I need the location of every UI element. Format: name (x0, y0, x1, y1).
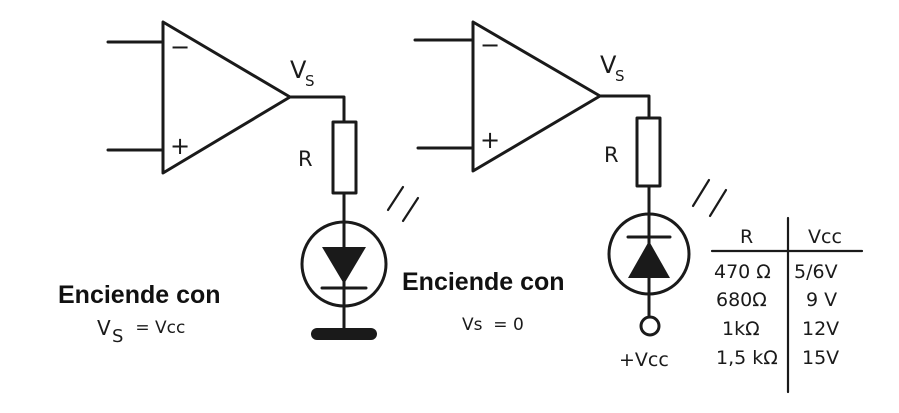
left-circuit: − + V S R Enciende con V S = Vcc (58, 20, 420, 347)
left-led-light-ray-1 (386, 185, 405, 212)
right-condition: Vs = 0 (462, 315, 524, 335)
table-cell-vcc: 9 V (806, 289, 837, 311)
right-resistor (635, 116, 662, 188)
table-cell-r: 470 Ω (714, 261, 771, 283)
right-supply-terminal (639, 315, 661, 337)
left-plus-sign: + (170, 132, 190, 160)
left-resistor (331, 120, 358, 195)
table-cell-vcc: 12V (802, 318, 839, 340)
right-output-subscript: S (615, 67, 625, 85)
table-cell-r: 1kΩ (722, 318, 760, 340)
right-led-diode-triangle (628, 241, 670, 278)
left-ground-symbol (311, 328, 377, 340)
right-caption: Enciende con (402, 268, 565, 296)
left-minus-sign: − (170, 33, 190, 61)
right-led-light-ray-2 (708, 188, 728, 218)
table-header-r: R (740, 226, 753, 248)
table-cell-vcc: 5/6V (794, 261, 838, 283)
left-output-wire (288, 95, 346, 124)
left-condition-rest: = Vcc (130, 318, 185, 338)
right-minus-sign: − (480, 31, 500, 59)
right-supply-label: +Vcc (619, 349, 669, 371)
resistor-table: R Vcc 470 Ω 5/6V 680Ω 9 V 1kΩ 12V 1,5 kΩ… (710, 216, 864, 394)
left-output-label: V (290, 56, 307, 84)
right-plus-sign: + (480, 126, 500, 154)
left-condition-sub: S (112, 326, 123, 347)
left-caption: Enciende con (58, 281, 221, 309)
right-opamp-triangle (471, 20, 602, 173)
left-led-light-ray-2 (401, 196, 420, 223)
right-output-label: V (600, 51, 617, 79)
table-cell-r: 680Ω (716, 289, 767, 311)
right-led-light-ray-1 (691, 178, 711, 208)
table-header-vcc: Vcc (808, 226, 842, 248)
left-opamp-triangle (161, 20, 292, 175)
right-output-wire (598, 94, 651, 120)
right-circuit: − + V S R +Vcc Enciende con Vs = 0 (402, 20, 728, 371)
table-cell-r: 1,5 kΩ (716, 347, 778, 369)
left-resistor-label: R (298, 147, 313, 171)
left-condition-main: V (97, 316, 111, 340)
table-cell-vcc: 15V (802, 347, 839, 369)
left-led-diode-triangle (322, 247, 366, 284)
left-output-subscript: S (305, 72, 315, 90)
right-resistor-label: R (604, 143, 619, 167)
